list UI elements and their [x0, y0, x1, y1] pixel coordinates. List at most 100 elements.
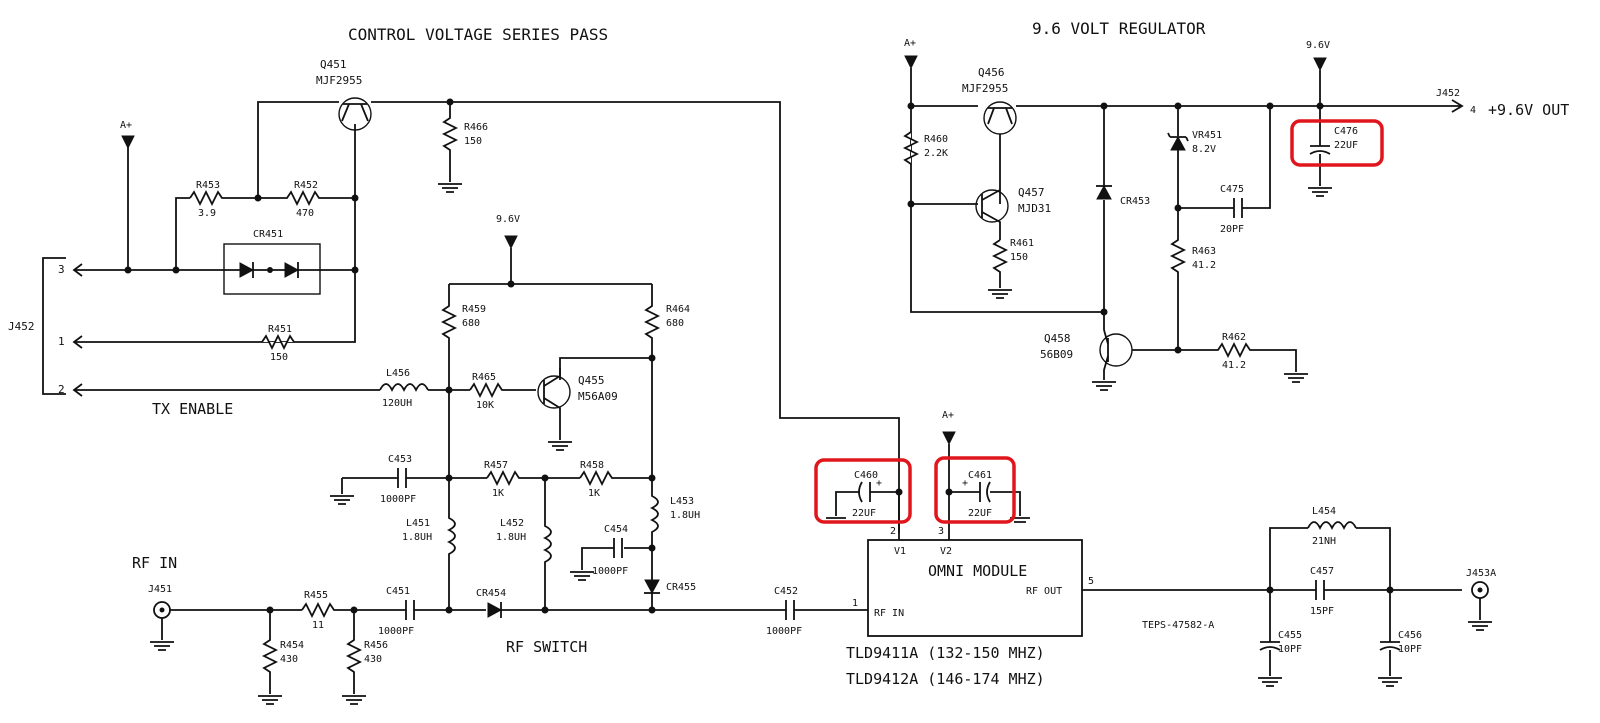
- svg-text:Q451: Q451: [320, 58, 347, 71]
- svg-text:9.6V: 9.6V: [1306, 40, 1330, 51]
- label-tld9412a: TLD9412A (146-174 MHZ): [846, 670, 1045, 688]
- capacitor-c454: [613, 538, 623, 558]
- svg-text:1000PF: 1000PF: [378, 626, 414, 637]
- resistor-r452: [258, 189, 355, 207]
- capacitor-c476: [1308, 106, 1332, 197]
- svg-text:R451: R451: [268, 324, 292, 335]
- svg-text:R454: R454: [280, 640, 304, 651]
- svg-text:R453: R453: [196, 180, 220, 191]
- highlight-c461: [934, 456, 1016, 524]
- connector-j452: J452 3 1 2: [8, 257, 83, 397]
- svg-text:41.2: 41.2: [1192, 260, 1216, 271]
- svg-text:C452: C452: [774, 586, 798, 597]
- svg-text:1000PF: 1000PF: [592, 566, 628, 577]
- resistor-r451: [261, 333, 295, 351]
- svg-text:Q458: Q458: [1044, 332, 1071, 345]
- svg-text:56B09: 56B09: [1040, 348, 1073, 361]
- resistor-r466: [441, 102, 459, 182]
- svg-text:41.2: 41.2: [1222, 360, 1246, 371]
- supply-96v-center: 9.6V: [496, 214, 520, 284]
- capacitor-c456: [1378, 590, 1402, 687]
- svg-text:C461: C461: [968, 470, 992, 481]
- svg-text:C456: C456: [1398, 630, 1422, 641]
- resistor-r465: [469, 381, 536, 399]
- transistor-q457: Q457 MJD31: [975, 186, 1051, 240]
- label-teps: TEPS-47582-A: [1142, 620, 1214, 631]
- svg-text:11: 11: [312, 620, 324, 631]
- svg-text:RF OUT: RF OUT: [1026, 586, 1062, 597]
- svg-text:RF IN: RF IN: [874, 608, 904, 619]
- svg-text:680: 680: [666, 318, 684, 329]
- svg-text:L452: L452: [500, 518, 524, 529]
- inductor-l452: [542, 478, 552, 612]
- label-tx-enable: TX ENABLE: [152, 400, 233, 418]
- svg-text:A+: A+: [120, 120, 132, 131]
- svg-text:150: 150: [1010, 252, 1028, 263]
- svg-text:L454: L454: [1312, 506, 1336, 517]
- ground-q455: [548, 441, 572, 451]
- svg-text:OMNI MODULE: OMNI MODULE: [928, 562, 1027, 580]
- svg-text:Q455: Q455: [578, 374, 605, 387]
- capacitor-c460: [858, 481, 871, 503]
- capacitor-c452: [785, 600, 795, 620]
- svg-text:V2: V2: [940, 546, 952, 557]
- svg-text:8.2V: 8.2V: [1192, 144, 1216, 155]
- svg-text:+: +: [876, 478, 882, 489]
- capacitor-c457: [1315, 580, 1325, 600]
- svg-text:R455: R455: [304, 590, 328, 601]
- svg-text:C460: C460: [854, 470, 878, 481]
- svg-text:10K: 10K: [476, 400, 494, 411]
- svg-text:430: 430: [280, 654, 298, 665]
- transistor-q458: Q458 56B09: [1040, 329, 1178, 380]
- inductor-l451: [446, 478, 456, 612]
- omni-module: OMNI MODULE RF IN RF OUT V1 V2 2 3 5: [867, 526, 1094, 637]
- svg-text:R452: R452: [294, 180, 318, 191]
- svg-text:1.8UH: 1.8UH: [670, 510, 700, 521]
- supply-a-plus-left: A+: [120, 120, 135, 270]
- svg-text:C457: C457: [1310, 566, 1334, 577]
- ground-c453: [330, 478, 354, 505]
- resistor-r463: [1169, 150, 1187, 350]
- svg-text:M56A09: M56A09: [578, 390, 618, 403]
- title-regulator: 9.6 VOLT REGULATOR: [1032, 19, 1206, 38]
- diode-cr453: CR453: [1096, 184, 1150, 207]
- svg-text:L453: L453: [670, 496, 694, 507]
- resistor-r456: [345, 610, 363, 694]
- svg-text:470: 470: [296, 208, 314, 219]
- ground-r466: [438, 183, 462, 193]
- svg-text:J452: J452: [1436, 88, 1460, 99]
- svg-text:R460: R460: [924, 134, 948, 145]
- svg-text:VR451: VR451: [1192, 130, 1222, 141]
- svg-text:MJF2955: MJF2955: [316, 74, 362, 87]
- inductor-l453: [649, 478, 659, 580]
- svg-text:A+: A+: [942, 410, 954, 421]
- resistor-r455: [301, 601, 354, 619]
- svg-text:L456: L456: [386, 368, 410, 379]
- transistor-q455: Q455 M56A09: [537, 368, 618, 440]
- svg-text:4: 4: [1470, 105, 1476, 116]
- svg-text:C453: C453: [388, 454, 412, 465]
- label-tld9411a: TLD9411A (132-150 MHZ): [846, 644, 1045, 662]
- svg-text:3: 3: [938, 526, 944, 537]
- svg-text:Q456: Q456: [978, 66, 1005, 79]
- svg-text:C455: C455: [1278, 630, 1302, 641]
- svg-text:120UH: 120UH: [382, 398, 412, 409]
- svg-text:680: 680: [462, 318, 480, 329]
- capacitor-c461: [979, 481, 991, 503]
- svg-text:22UF: 22UF: [1334, 140, 1358, 151]
- svg-text:MJD31: MJD31: [1018, 202, 1051, 215]
- svg-text:R458: R458: [580, 460, 604, 471]
- label-rf-in: RF IN: [132, 554, 177, 572]
- svg-text:150: 150: [464, 136, 482, 147]
- svg-text:1: 1: [852, 598, 858, 609]
- svg-text:1K: 1K: [492, 488, 504, 499]
- svg-text:1: 1: [58, 335, 65, 348]
- svg-text:430: 430: [364, 654, 382, 665]
- svg-text:21NH: 21NH: [1312, 536, 1336, 547]
- ground-q458: [1092, 381, 1116, 391]
- resistor-r464: [643, 284, 661, 478]
- svg-text:MJF2955: MJF2955: [962, 82, 1008, 95]
- ground-c454: [570, 547, 614, 581]
- svg-text:V1: V1: [894, 546, 906, 557]
